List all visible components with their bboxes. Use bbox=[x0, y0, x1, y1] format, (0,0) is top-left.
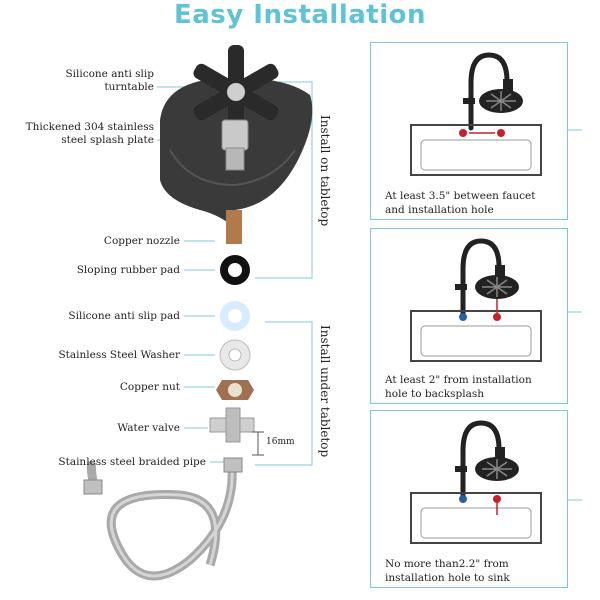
copper-nozzle-icon bbox=[226, 210, 242, 244]
sink-diagram-1 bbox=[410, 52, 542, 176]
install-panel-1: At least 3.5" between faucet and install… bbox=[370, 42, 568, 220]
vertical-label-under: Install under tabletop bbox=[318, 325, 332, 458]
rubber-pad-icon bbox=[220, 255, 250, 285]
label-anti-slip-pad: Silicone anti slip pad bbox=[68, 310, 180, 322]
sink-icon bbox=[410, 124, 542, 176]
panel-2-caption: At least 2" from installation hole to ba… bbox=[385, 374, 532, 400]
rinser-icon bbox=[479, 89, 523, 113]
panel-3-caption: No more than2.2" from installation hole … bbox=[385, 558, 510, 584]
label-braided-pipe: Stainless steel braided pipe bbox=[58, 456, 206, 468]
water-valve-icon bbox=[209, 407, 264, 456]
label-valve-size: 16mm bbox=[266, 437, 295, 447]
label-water-valve: Water valve bbox=[117, 422, 180, 434]
vertical-label-tabletop: Install on tabletop bbox=[318, 115, 332, 227]
sink-diagram-2 bbox=[410, 238, 542, 362]
label-turntable: Silicone anti slip turntable bbox=[65, 68, 154, 93]
label-washer: Stainless Steel Washer bbox=[58, 349, 180, 361]
install-panel-3: No more than2.2" from installation hole … bbox=[370, 410, 568, 588]
panel-1-caption: At least 3.5" between faucet and install… bbox=[385, 190, 536, 216]
label-copper-nozzle: Copper nozzle bbox=[103, 235, 180, 247]
nozzle-nut-icon bbox=[221, 119, 249, 171]
label-copper-nut: Copper nut bbox=[119, 381, 180, 393]
copper-nut-icon bbox=[216, 380, 254, 400]
faucet-icon bbox=[468, 52, 510, 131]
install-panel-2: At least 2" from installation hole to ba… bbox=[370, 228, 568, 404]
anti-slip-pad-icon bbox=[220, 301, 250, 331]
page-title: Easy Installation bbox=[174, 0, 426, 30]
washer-icon bbox=[219, 339, 251, 371]
label-splash-plate: Thickened 304 stainless steel splash pla… bbox=[25, 121, 154, 146]
sink-diagram-3 bbox=[410, 420, 542, 544]
label-rubber-pad: Sloping rubber pad bbox=[76, 264, 180, 276]
